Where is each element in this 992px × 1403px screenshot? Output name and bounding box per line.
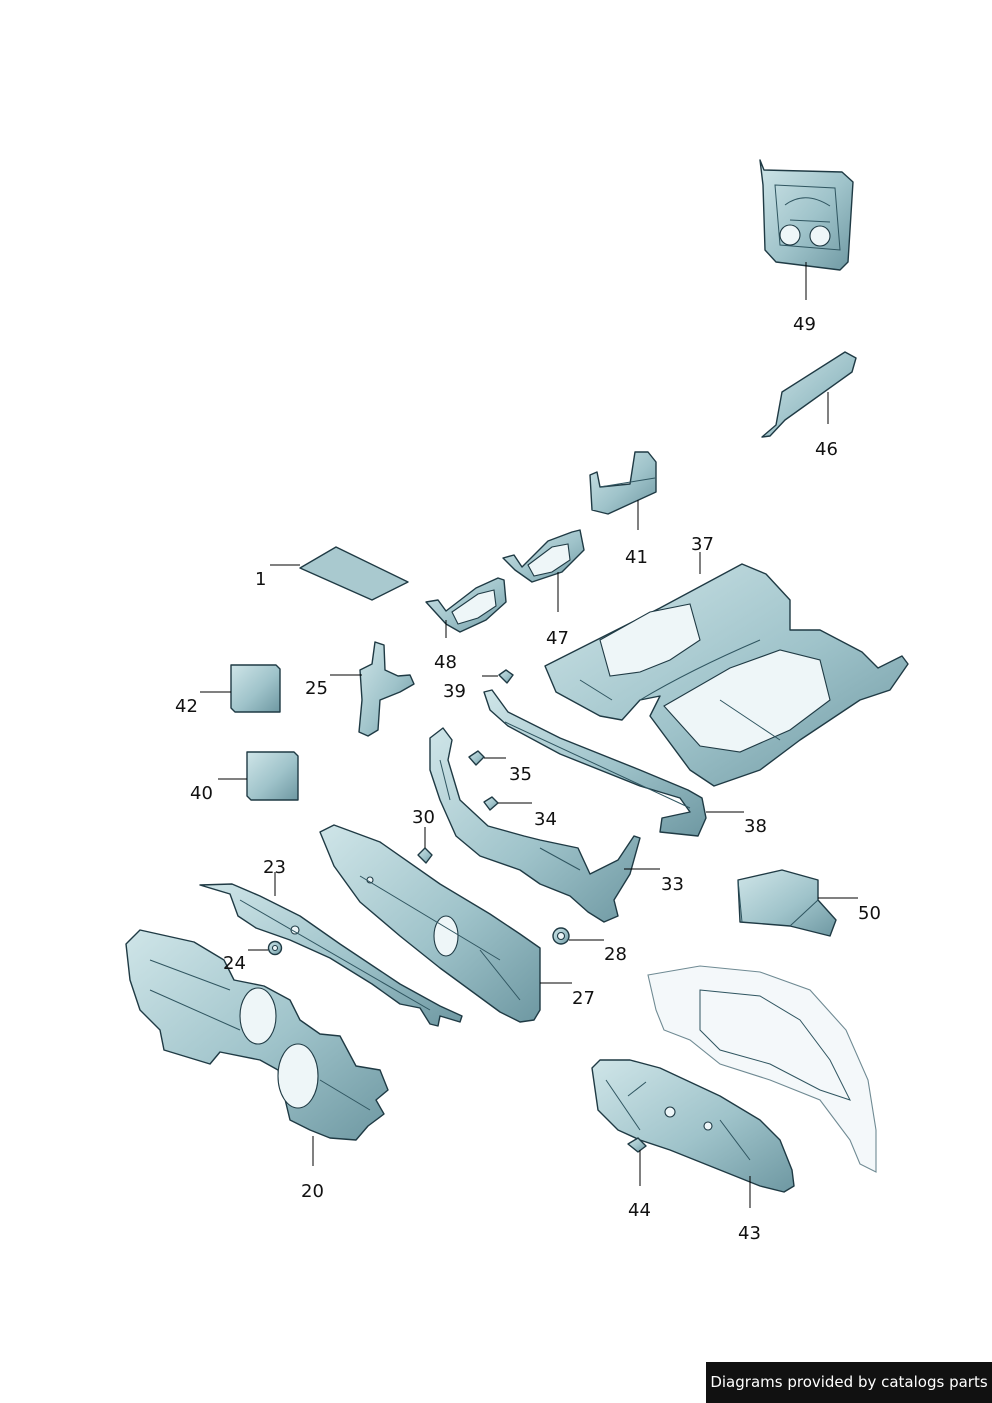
label-28: 28 [604, 944, 627, 965]
credit-banner: Diagrams provided by catalogs parts [706, 1362, 992, 1403]
label-37: 37 [691, 534, 714, 555]
part-28[interactable] [552, 927, 570, 945]
part-48[interactable] [425, 577, 507, 633]
part-47[interactable] [502, 529, 585, 583]
label-34: 34 [534, 809, 557, 830]
part-25[interactable] [358, 641, 415, 737]
label-49: 49 [793, 314, 816, 335]
label-30: 30 [412, 807, 435, 828]
label-38: 38 [744, 816, 767, 837]
part-38[interactable] [483, 689, 707, 837]
part-30[interactable] [417, 847, 433, 864]
part-33[interactable] [429, 727, 641, 923]
part-49[interactable] [759, 159, 854, 271]
callout-labels: 49 46 41 1 47 48 42 40 25 39 37 38 35 34… [175, 314, 881, 1244]
label-42: 42 [175, 696, 198, 717]
label-48: 48 [434, 652, 457, 673]
label-40: 40 [190, 783, 213, 804]
part-50[interactable] [737, 869, 837, 937]
label-25: 25 [305, 678, 328, 699]
part-43[interactable] [591, 1059, 795, 1193]
label-27: 27 [572, 988, 595, 1009]
part-37[interactable] [544, 563, 909, 787]
label-1: 1 [255, 569, 266, 590]
label-44: 44 [628, 1200, 651, 1221]
label-39: 39 [443, 681, 466, 702]
part-20[interactable] [125, 929, 389, 1141]
label-41: 41 [625, 547, 648, 568]
label-23: 23 [263, 857, 286, 878]
hood-outline [647, 965, 877, 1173]
part-27[interactable] [319, 824, 541, 1023]
part-40[interactable] [246, 751, 299, 801]
label-47: 47 [546, 628, 569, 649]
part-1[interactable] [299, 546, 409, 601]
part-35[interactable] [468, 750, 485, 766]
label-35: 35 [509, 764, 532, 785]
label-43: 43 [738, 1223, 761, 1244]
part-23[interactable] [199, 883, 463, 1027]
part-24[interactable] [267, 940, 283, 956]
part-42[interactable] [230, 664, 281, 713]
label-33: 33 [661, 874, 684, 895]
leader-lines [200, 262, 858, 1208]
part-39[interactable] [498, 669, 514, 684]
label-50-visible: 50 [858, 903, 881, 924]
label-20: 20 [301, 1181, 324, 1202]
part-41[interactable] [589, 451, 657, 515]
part-46[interactable] [761, 351, 857, 438]
label-46: 46 [815, 439, 838, 460]
part-34[interactable] [483, 796, 499, 811]
label-24: 24 [223, 953, 246, 974]
part-44[interactable] [627, 1137, 647, 1153]
